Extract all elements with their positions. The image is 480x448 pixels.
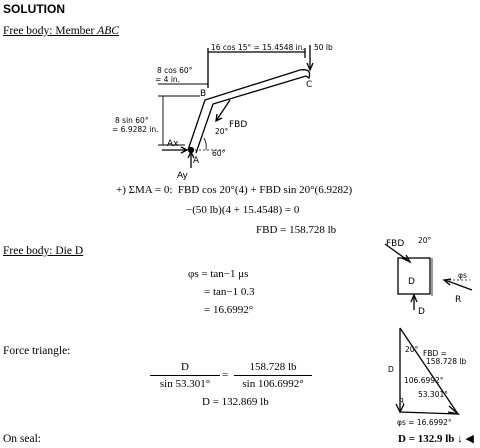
solution-heading: SOLUTION	[3, 2, 65, 16]
dim-left-b: = 4 in.	[155, 75, 180, 84]
angle-20: 20°	[215, 127, 229, 136]
ratio-bar-right	[234, 375, 312, 376]
die-eq1: φs = tan−1 μs	[188, 268, 249, 280]
moment-eq-line3: FBD = 158.728 lb	[256, 224, 337, 236]
die-eq3: = 16.6992°	[204, 304, 254, 316]
ratio-den-right: sin 106.6992°	[242, 378, 304, 390]
tri-fbd: FBD =	[423, 349, 447, 358]
fb-member-label: Free body: Member ABC	[3, 25, 119, 37]
die-d: D	[408, 277, 415, 287]
die-d-arrow: D	[418, 307, 425, 317]
dim-top: 16 cos 15° = 15.4548 in.	[211, 43, 305, 52]
dim-left-a: 8 cos 60°	[157, 66, 193, 75]
force-triangle-label: Force triangle:	[3, 345, 71, 357]
moment-eq-line2: −(50 lb)(4 + 15.4548) = 0	[186, 204, 300, 216]
tri-106: 106.6992°	[404, 376, 444, 385]
dim-height-b: = 6.9282 in.	[112, 125, 159, 134]
tri-val: 158.728 lb	[426, 357, 466, 366]
tri-phi: φs = 16.6992°	[397, 418, 452, 427]
ratio-equals: =	[222, 369, 229, 381]
angle-60: 60°	[212, 149, 226, 158]
ratio-den-left: sin 53.301°	[159, 378, 211, 390]
ratio-num-left: D	[181, 361, 189, 373]
point-a: A	[193, 156, 200, 166]
ratio-bar-left	[150, 375, 220, 376]
tri-53: 53.301°	[418, 390, 448, 399]
tri-d: D	[388, 365, 394, 374]
on-seal-label: On seal:	[3, 433, 42, 445]
load-label: 50 lb	[314, 43, 333, 52]
die-20: 20°	[418, 236, 432, 245]
die-fbd: FBD	[386, 239, 404, 249]
force-result: D = 132.869 lb	[202, 396, 269, 408]
point-b: B	[200, 89, 206, 99]
tri-r: R	[399, 397, 404, 406]
die-eq2: = tan−1 0.3	[204, 286, 255, 298]
ay-label: Ay	[177, 171, 189, 181]
dim-height-a: 8 sin 60°	[115, 116, 149, 125]
moment-eq-line1: +) ΣMA = 0: FBD cos 20°(4) + FBD sin 20°…	[116, 184, 353, 196]
tri-20: 20°	[405, 345, 419, 354]
ratio-num-right: 158.728 lb	[249, 361, 297, 373]
die-r: R	[455, 295, 461, 305]
point-c: C	[306, 80, 312, 90]
die-phi: φs	[458, 271, 467, 280]
seal-answer: D = 132.9 lb ↓ ◀	[398, 433, 474, 445]
ax-label: Ax	[167, 139, 179, 149]
fbd-label: FBD	[229, 120, 247, 130]
fb-die-label: Free body: Die D	[3, 245, 84, 257]
